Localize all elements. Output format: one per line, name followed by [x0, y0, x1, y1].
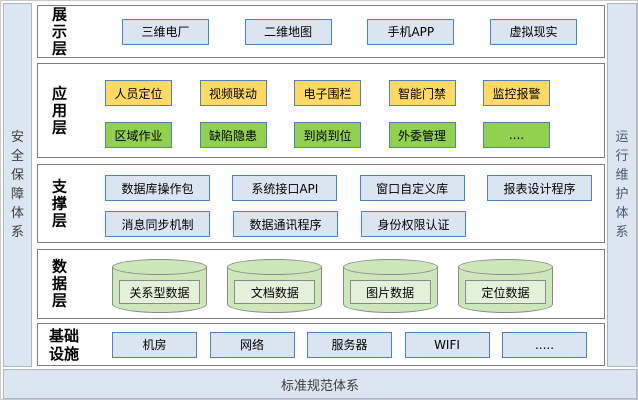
- infrastructure-item: 机房: [112, 331, 197, 358]
- support-item: 数据通讯程序: [233, 211, 338, 237]
- data-layer-label: 数据层: [51, 257, 67, 310]
- infrastructure-layer: 基础设施 机房 网络 服务器 WIFI .....: [37, 323, 605, 366]
- infrastructure-items-row: 机房 网络 服务器 WIFI .....: [112, 331, 587, 358]
- infrastructure-item: 服务器: [307, 331, 392, 358]
- security-assurance-bar: 安全保障体系: [3, 3, 32, 367]
- cylinder-label: 关系型数据: [119, 280, 200, 304]
- presentation-item: 三维电厂: [122, 18, 209, 45]
- cylinder-label: 定位数据: [464, 280, 546, 304]
- cylinder-top-ellipse: [342, 259, 438, 275]
- support-item: 消息同步机制: [105, 211, 210, 237]
- infrastructure-layer-label: 基础设施: [48, 326, 79, 363]
- application-item: 电子围栏: [294, 80, 361, 106]
- cylinder-top-ellipse: [227, 259, 323, 275]
- support-layer-label: 支撑层: [51, 177, 67, 229]
- application-item: 外委管理: [388, 122, 456, 148]
- support-item: 窗口自定义库: [359, 175, 465, 201]
- application-row-1: 人员定位 视频联动 电子围栏 智能门禁 监控报警: [105, 80, 550, 106]
- application-item: 人员定位: [105, 80, 172, 106]
- data-cylinders-row: 关系型数据 文档数据 图片数据 定位数据: [112, 259, 553, 313]
- application-item: 到岗到位: [294, 122, 361, 148]
- application-item: 智能门禁: [388, 80, 456, 106]
- presentation-item: 二维地图: [244, 18, 332, 45]
- infrastructure-item: WIFI: [404, 331, 490, 358]
- application-layer: 应用层 人员定位 视频联动 电子围栏 智能门禁 监控报警 区域作业 缺陷隐患 到…: [37, 63, 605, 158]
- operation-maintenance-label: 运行维护体系: [615, 130, 629, 240]
- support-item: 系统接口API: [232, 175, 338, 201]
- security-assurance-label: 安全保障体系: [10, 130, 24, 240]
- database-cylinder: 定位数据: [457, 259, 553, 313]
- database-cylinder: 文档数据: [227, 259, 323, 313]
- application-row-2: 区域作业 缺陷隐患 到岗到位 外委管理 ....: [105, 122, 550, 148]
- presentation-layer: 展示层 三维电厂 二维地图 手机APP 虚拟现实: [37, 5, 605, 58]
- support-layer: 支撑层 数据库操作包 系统接口API 窗口自定义库 报表设计程序 消息同步机制 …: [37, 164, 605, 243]
- support-item: 身份权限认证: [361, 211, 466, 237]
- application-item: 区域作业: [105, 122, 172, 148]
- application-item: 视频联动: [199, 80, 267, 106]
- presentation-item: 手机APP: [367, 18, 455, 45]
- cylinder-label: 图片数据: [349, 280, 431, 304]
- database-cylinder: 关系型数据: [112, 259, 207, 313]
- standards-bar: 标准规范体系: [3, 369, 637, 399]
- database-cylinder: 图片数据: [342, 259, 438, 313]
- presentation-item: 虚拟现实: [489, 18, 577, 45]
- support-row-2: 消息同步机制 数据通讯程序 身份权限认证: [105, 211, 466, 237]
- support-item: 报表设计程序: [486, 175, 592, 201]
- cylinder-label: 文档数据: [234, 280, 316, 304]
- application-item: 监控报警: [483, 80, 550, 106]
- support-item: 数据库操作包: [105, 175, 210, 201]
- cylinder-top-ellipse: [457, 259, 553, 275]
- operation-maintenance-bar: 运行维护体系: [607, 3, 637, 367]
- presentation-items-row: 三维电厂 二维地图 手机APP 虚拟现实: [122, 18, 577, 45]
- application-layer-label: 应用层: [51, 84, 67, 136]
- data-layer: 数据层 关系型数据 文档数据 图片数据 定位数据: [37, 249, 605, 319]
- standards-label: 标准规范体系: [280, 378, 359, 394]
- cylinder-top-ellipse: [112, 259, 207, 275]
- infrastructure-item: 网络: [209, 331, 295, 358]
- presentation-layer-label: 展示层: [51, 5, 67, 57]
- application-item-more: ....: [483, 122, 550, 148]
- application-item: 缺陷隐患: [199, 122, 267, 148]
- infrastructure-item-more: .....: [502, 331, 587, 358]
- support-row-1: 数据库操作包 系统接口API 窗口自定义库 报表设计程序: [105, 175, 592, 201]
